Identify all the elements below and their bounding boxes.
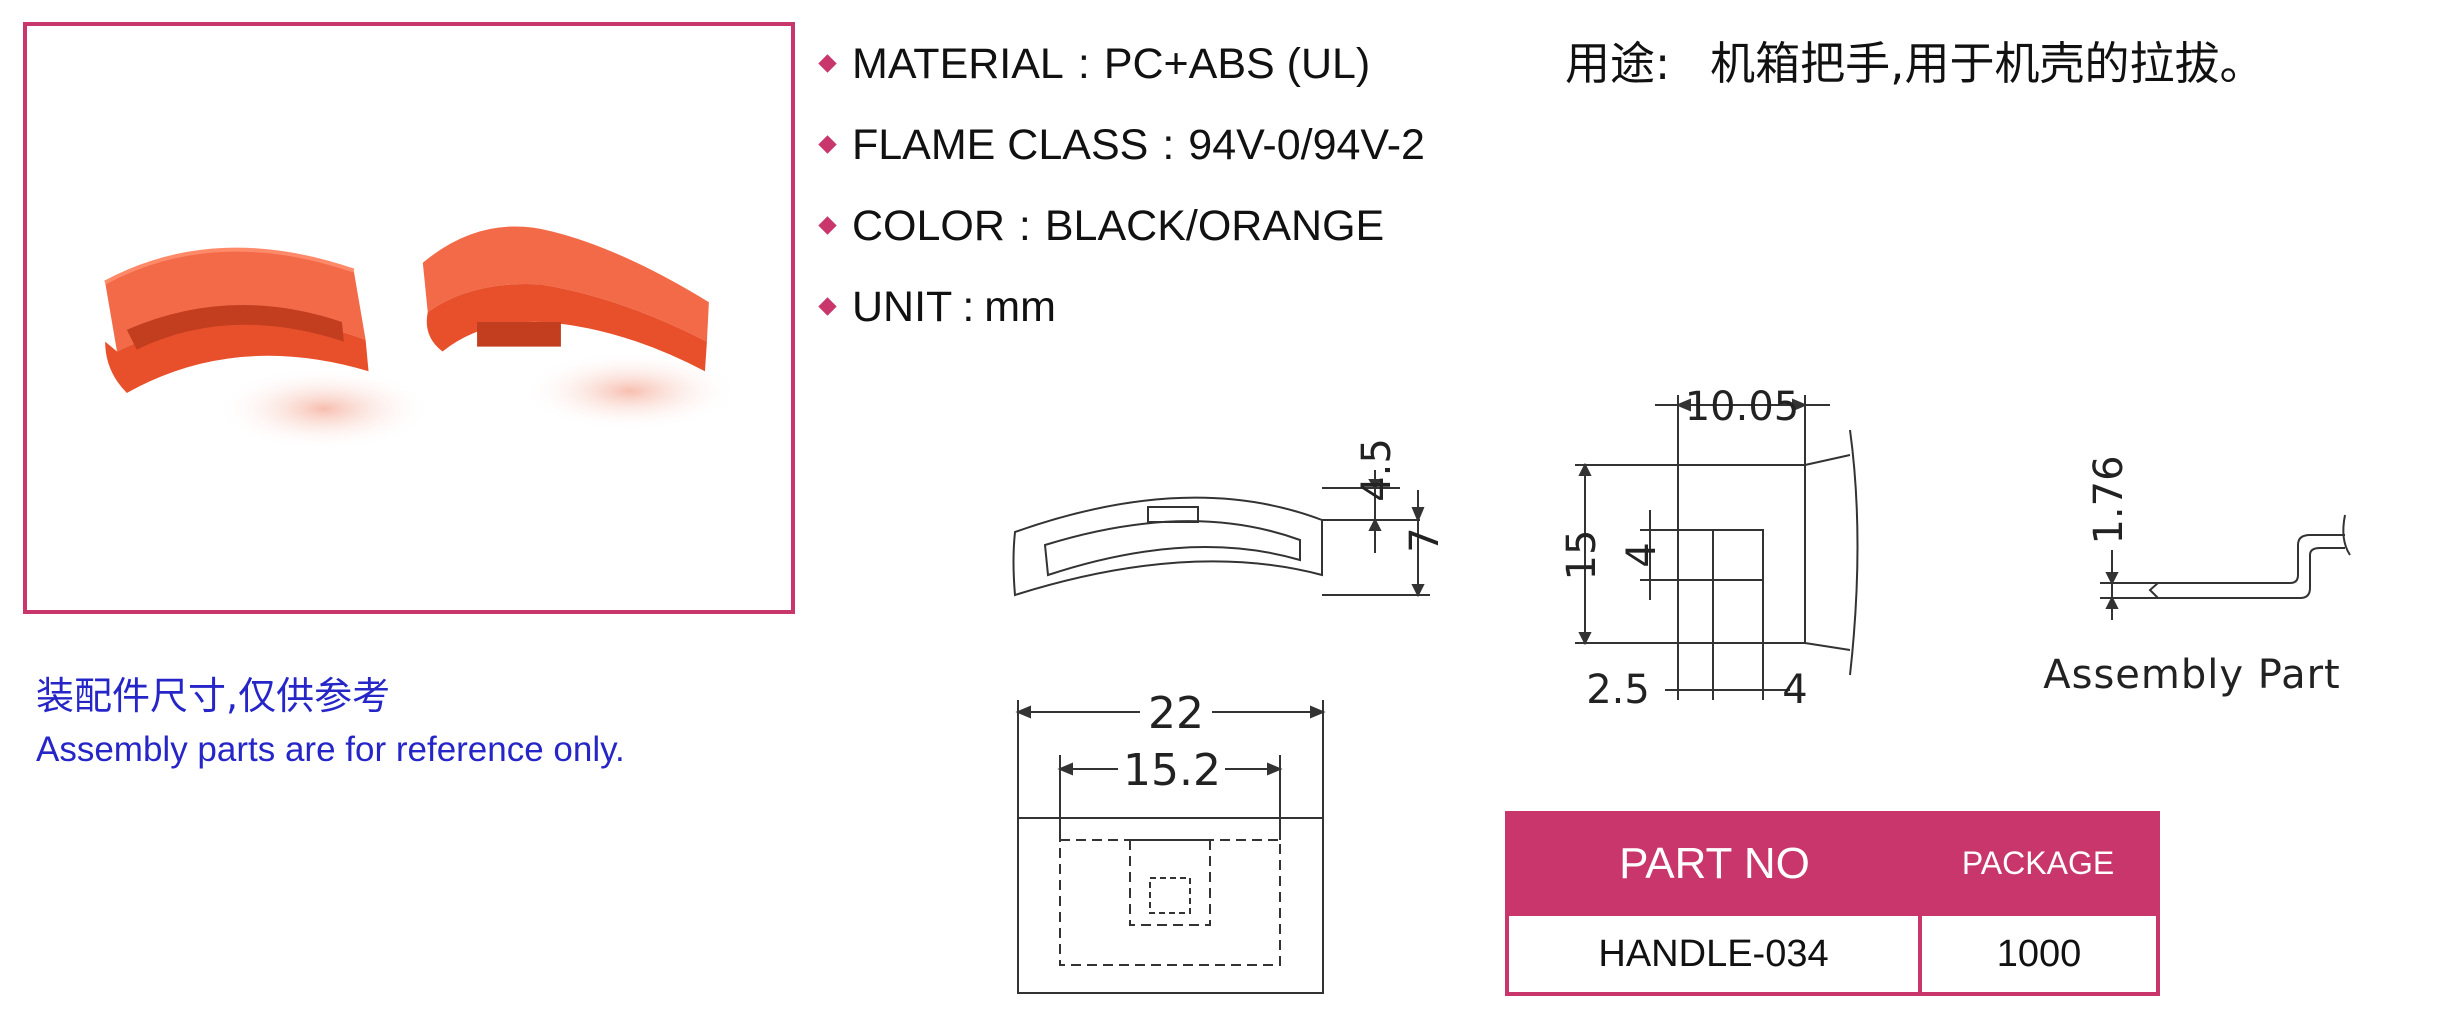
dim-side-height: 7 xyxy=(1402,527,1448,552)
side-view-drawing xyxy=(1012,470,1430,598)
handle-left xyxy=(104,247,433,451)
table-header-row: PART NO PACKAGE xyxy=(1507,813,2158,914)
dim-side-top: 4.5 xyxy=(1354,438,1400,502)
cell-package: 1000 xyxy=(1918,912,2160,996)
header-part-no: PART NO xyxy=(1507,813,1920,914)
note-chinese: 装配件尺寸,仅供参考 xyxy=(36,674,391,718)
dim-front-inner: 15.2 xyxy=(1123,745,1221,796)
spec-material: MATERIAL:PC+ABS (UL) xyxy=(815,32,1425,113)
usage-label: 用途: xyxy=(1565,37,1671,90)
diamond-bullet-icon xyxy=(818,54,837,73)
dim-front-outer: 22 xyxy=(1148,688,1204,739)
usage-line: 用途: 机箱把手,用于机壳的拉拔。 xyxy=(1565,32,2264,96)
spec-flame-class: FLAME CLASS:94V-0/94V-2 xyxy=(815,113,1425,194)
dim-slot-height: 4 xyxy=(1619,542,1665,567)
assembly-part-drawing xyxy=(2100,514,2351,620)
dim-slot-width: 4 xyxy=(1782,667,1807,713)
dim-offset: 2.5 xyxy=(1586,667,1650,713)
part-table: PART NO PACKAGE HANDLE-034 1000 xyxy=(1505,811,2160,996)
diamond-bullet-icon xyxy=(818,135,837,154)
reference-note: 装配件尺寸,仅供参考 Assembly parts are for refere… xyxy=(36,668,625,776)
usage-value: 机箱把手,用于机壳的拉拔。 xyxy=(1710,37,2265,90)
front-view-drawing xyxy=(1015,700,1326,994)
assembly-part-label: Assembly Part xyxy=(2043,652,2340,698)
handle-right xyxy=(422,226,739,431)
top-view-drawing xyxy=(1575,395,1859,700)
diamond-bullet-icon xyxy=(818,297,837,316)
spec-list: MATERIAL:PC+ABS (UL) FLAME CLASS:94V-0/9… xyxy=(815,32,1425,356)
cell-part-no: HANDLE-034 xyxy=(1505,912,1922,996)
diamond-bullet-icon xyxy=(818,216,837,235)
dim-top-width: 10.05 xyxy=(1685,384,1800,430)
table-row: HANDLE-034 1000 xyxy=(1505,912,2160,996)
note-english: Assembly parts are for reference only. xyxy=(36,730,625,769)
dim-top-length: 15 xyxy=(1559,530,1605,581)
product-photo xyxy=(23,22,795,614)
header-package: PACKAGE xyxy=(1920,813,2158,914)
spec-unit: UNIT:mm xyxy=(815,275,1425,356)
spec-color: COLOR:BLACK/ORANGE xyxy=(815,194,1425,275)
dim-assembly-thickness: 1.76 xyxy=(2086,455,2132,544)
